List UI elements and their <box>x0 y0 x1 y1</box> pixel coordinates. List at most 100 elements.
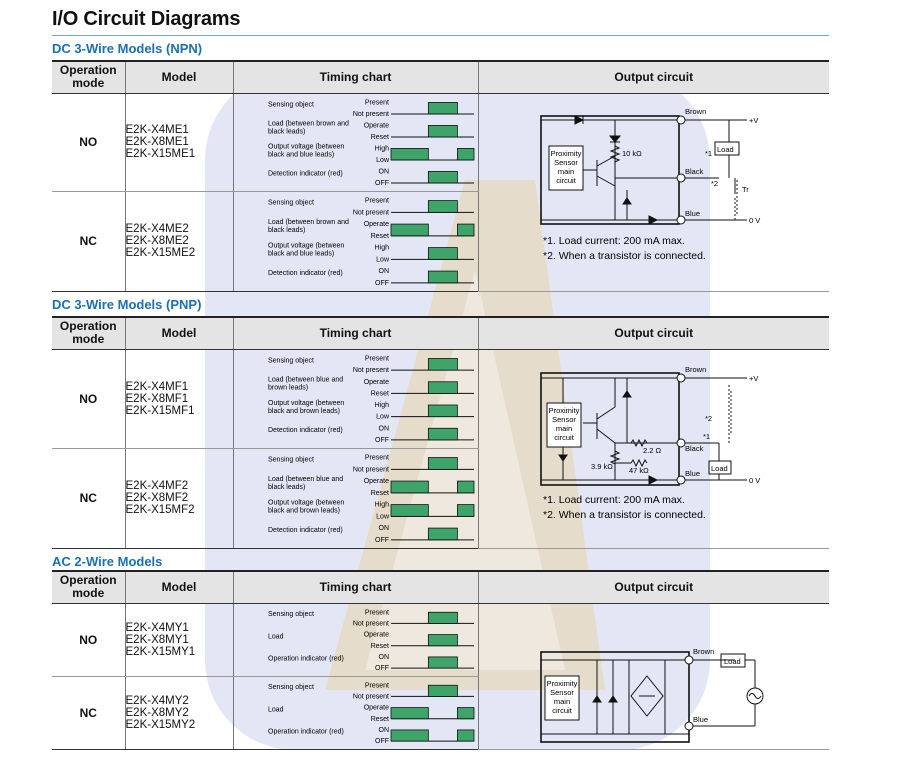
operation-mode: NO <box>52 603 125 677</box>
diode-top <box>574 115 584 125</box>
load-label: Load <box>717 145 734 154</box>
timing-pulse <box>427 404 458 418</box>
timing-pulse <box>427 270 458 284</box>
terminal-black <box>676 438 685 447</box>
timing-pulse <box>427 684 458 697</box>
timing-state-low: OFF <box>375 180 389 187</box>
timing-state-low: Not present <box>352 367 388 374</box>
diode-left <box>557 454 568 462</box>
header-output-circuit: Output circuit <box>477 570 829 604</box>
model-name: E2K-X8ME2 <box>125 235 189 247</box>
timing-state-low: Reset <box>370 233 388 240</box>
timing-state-high: High <box>374 502 389 509</box>
note-2: *2. When a transistor is connected. <box>543 250 706 262</box>
timing-state-high: Operate <box>363 221 388 228</box>
model-name: E2K-X15ME1 <box>125 148 196 160</box>
svg-text:circuit: circuit <box>552 706 573 715</box>
timing-signal-label: Detection indicator (red) <box>268 270 343 277</box>
table-row: NO E2K-X4MY1 E2K-X8MY1 E2K-X15MY1 Sensin… <box>52 603 829 750</box>
timing-pulse <box>427 634 458 647</box>
resistor-10k <box>609 145 620 163</box>
timing-state-low: OFF <box>375 537 389 544</box>
timing-state-high: Present <box>364 682 388 689</box>
output-circuit-npn: Proximity Sensor main circuit 10 kΩ Brow… <box>539 107 760 262</box>
operation-mode: NO <box>52 93 125 192</box>
timing-state-low: Not present <box>352 111 388 118</box>
note-2: *2. When a transistor is connected. <box>543 509 706 521</box>
timing-state-high: High <box>374 245 389 252</box>
model-list: E2K-X4MF1 E2K-X8MF1 E2K-X15MF1 <box>124 349 233 449</box>
timing-signal-label: Sensing object <box>268 200 314 207</box>
model-name: E2K-X8MY2 <box>125 706 189 719</box>
load-box-pnp <box>708 460 731 474</box>
table-row: NC E2K-X4MF2 E2K-X8MF2 E2K-X15MF2 Sensin… <box>52 448 829 549</box>
timing-signal-label: black and brown leads) <box>268 408 340 415</box>
timing-signal-label: black leads) <box>268 128 305 135</box>
timing-state-high: Operate <box>363 705 388 712</box>
operation-mode: NC <box>52 191 125 292</box>
timing-pulse <box>456 729 474 742</box>
zener-diode <box>607 695 618 703</box>
wire-blue: Blue <box>693 715 708 724</box>
model-name: E2K-X15MY2 <box>125 718 196 731</box>
svg-text:Sensor: Sensor <box>554 158 578 167</box>
timing-pulse <box>427 656 458 669</box>
operation-mode: NC <box>52 676 125 750</box>
table-row: NO E2K-X4ME1 E2K-X8ME1 E2K-X15ME1 Sensin… <box>52 93 829 292</box>
timing-signal-label: Output voltage (between <box>268 500 344 507</box>
sensor-box-label: Proximity <box>548 406 579 415</box>
svg-text:Sensor: Sensor <box>552 415 576 424</box>
timing-state-low: Not present <box>352 209 388 216</box>
zener-diode <box>621 197 632 205</box>
header-timing-chart: Timing chart <box>232 316 478 350</box>
timing-signal-label: Output voltage (between <box>268 243 344 250</box>
mark-1: *1 <box>705 149 712 158</box>
model-name: E2K-X15MY1 <box>125 645 196 658</box>
timing-state-low: Low <box>376 513 390 520</box>
header-model: Model <box>124 316 233 350</box>
timing-pulse <box>390 707 429 720</box>
note-1: *1. Load current: 200 mA max. <box>543 494 685 506</box>
resistor-label: 3.9 kΩ <box>591 462 613 471</box>
resistor-label: 47 kΩ <box>629 466 649 475</box>
transistor-label: Tr <box>742 185 749 194</box>
timing-signal-label: black leads) <box>268 227 305 234</box>
timing-state-low: OFF <box>375 280 389 287</box>
timing-pulse <box>390 223 429 237</box>
diode-mid <box>608 135 621 143</box>
terminal-brown <box>676 115 685 125</box>
model-name: E2K-X4ME1 <box>125 124 189 136</box>
resistor-label: 2.2 Ω <box>643 446 662 455</box>
supply-zero: 0 V <box>749 476 760 485</box>
timing-signal-label: Sensing object <box>268 101 314 108</box>
model-list: E2K-X4MY1 E2K-X8MY1 E2K-X15MY1 <box>124 603 233 677</box>
timing-signal-label: black and blue leads) <box>268 251 334 258</box>
terminal-brown <box>676 373 685 382</box>
sensor-outline <box>539 651 690 743</box>
terminal-black <box>676 173 685 183</box>
timing-signal-label: Output voltage (between <box>268 400 344 407</box>
resistor-3-9k <box>609 450 620 464</box>
timing-pulse <box>427 171 458 184</box>
timing-state-high: High <box>374 145 389 152</box>
supply-positive: +V <box>749 116 758 125</box>
timing-signal-label: Output voltage (between <box>268 143 344 150</box>
timing-signal-label: black and blue leads) <box>268 151 334 158</box>
model-name: E2K-X4MF2 <box>125 480 189 492</box>
model-name: E2K-X15MF2 <box>125 504 195 516</box>
mark-2: *2 <box>711 179 718 188</box>
timing-state-high: ON <box>378 168 389 175</box>
timing-signal-label: brown leads) <box>268 385 308 392</box>
timing-state-low: Reset <box>370 490 388 497</box>
timing-pulse <box>427 427 458 441</box>
timing-state-high: ON <box>378 727 389 734</box>
thyristor <box>591 695 602 703</box>
